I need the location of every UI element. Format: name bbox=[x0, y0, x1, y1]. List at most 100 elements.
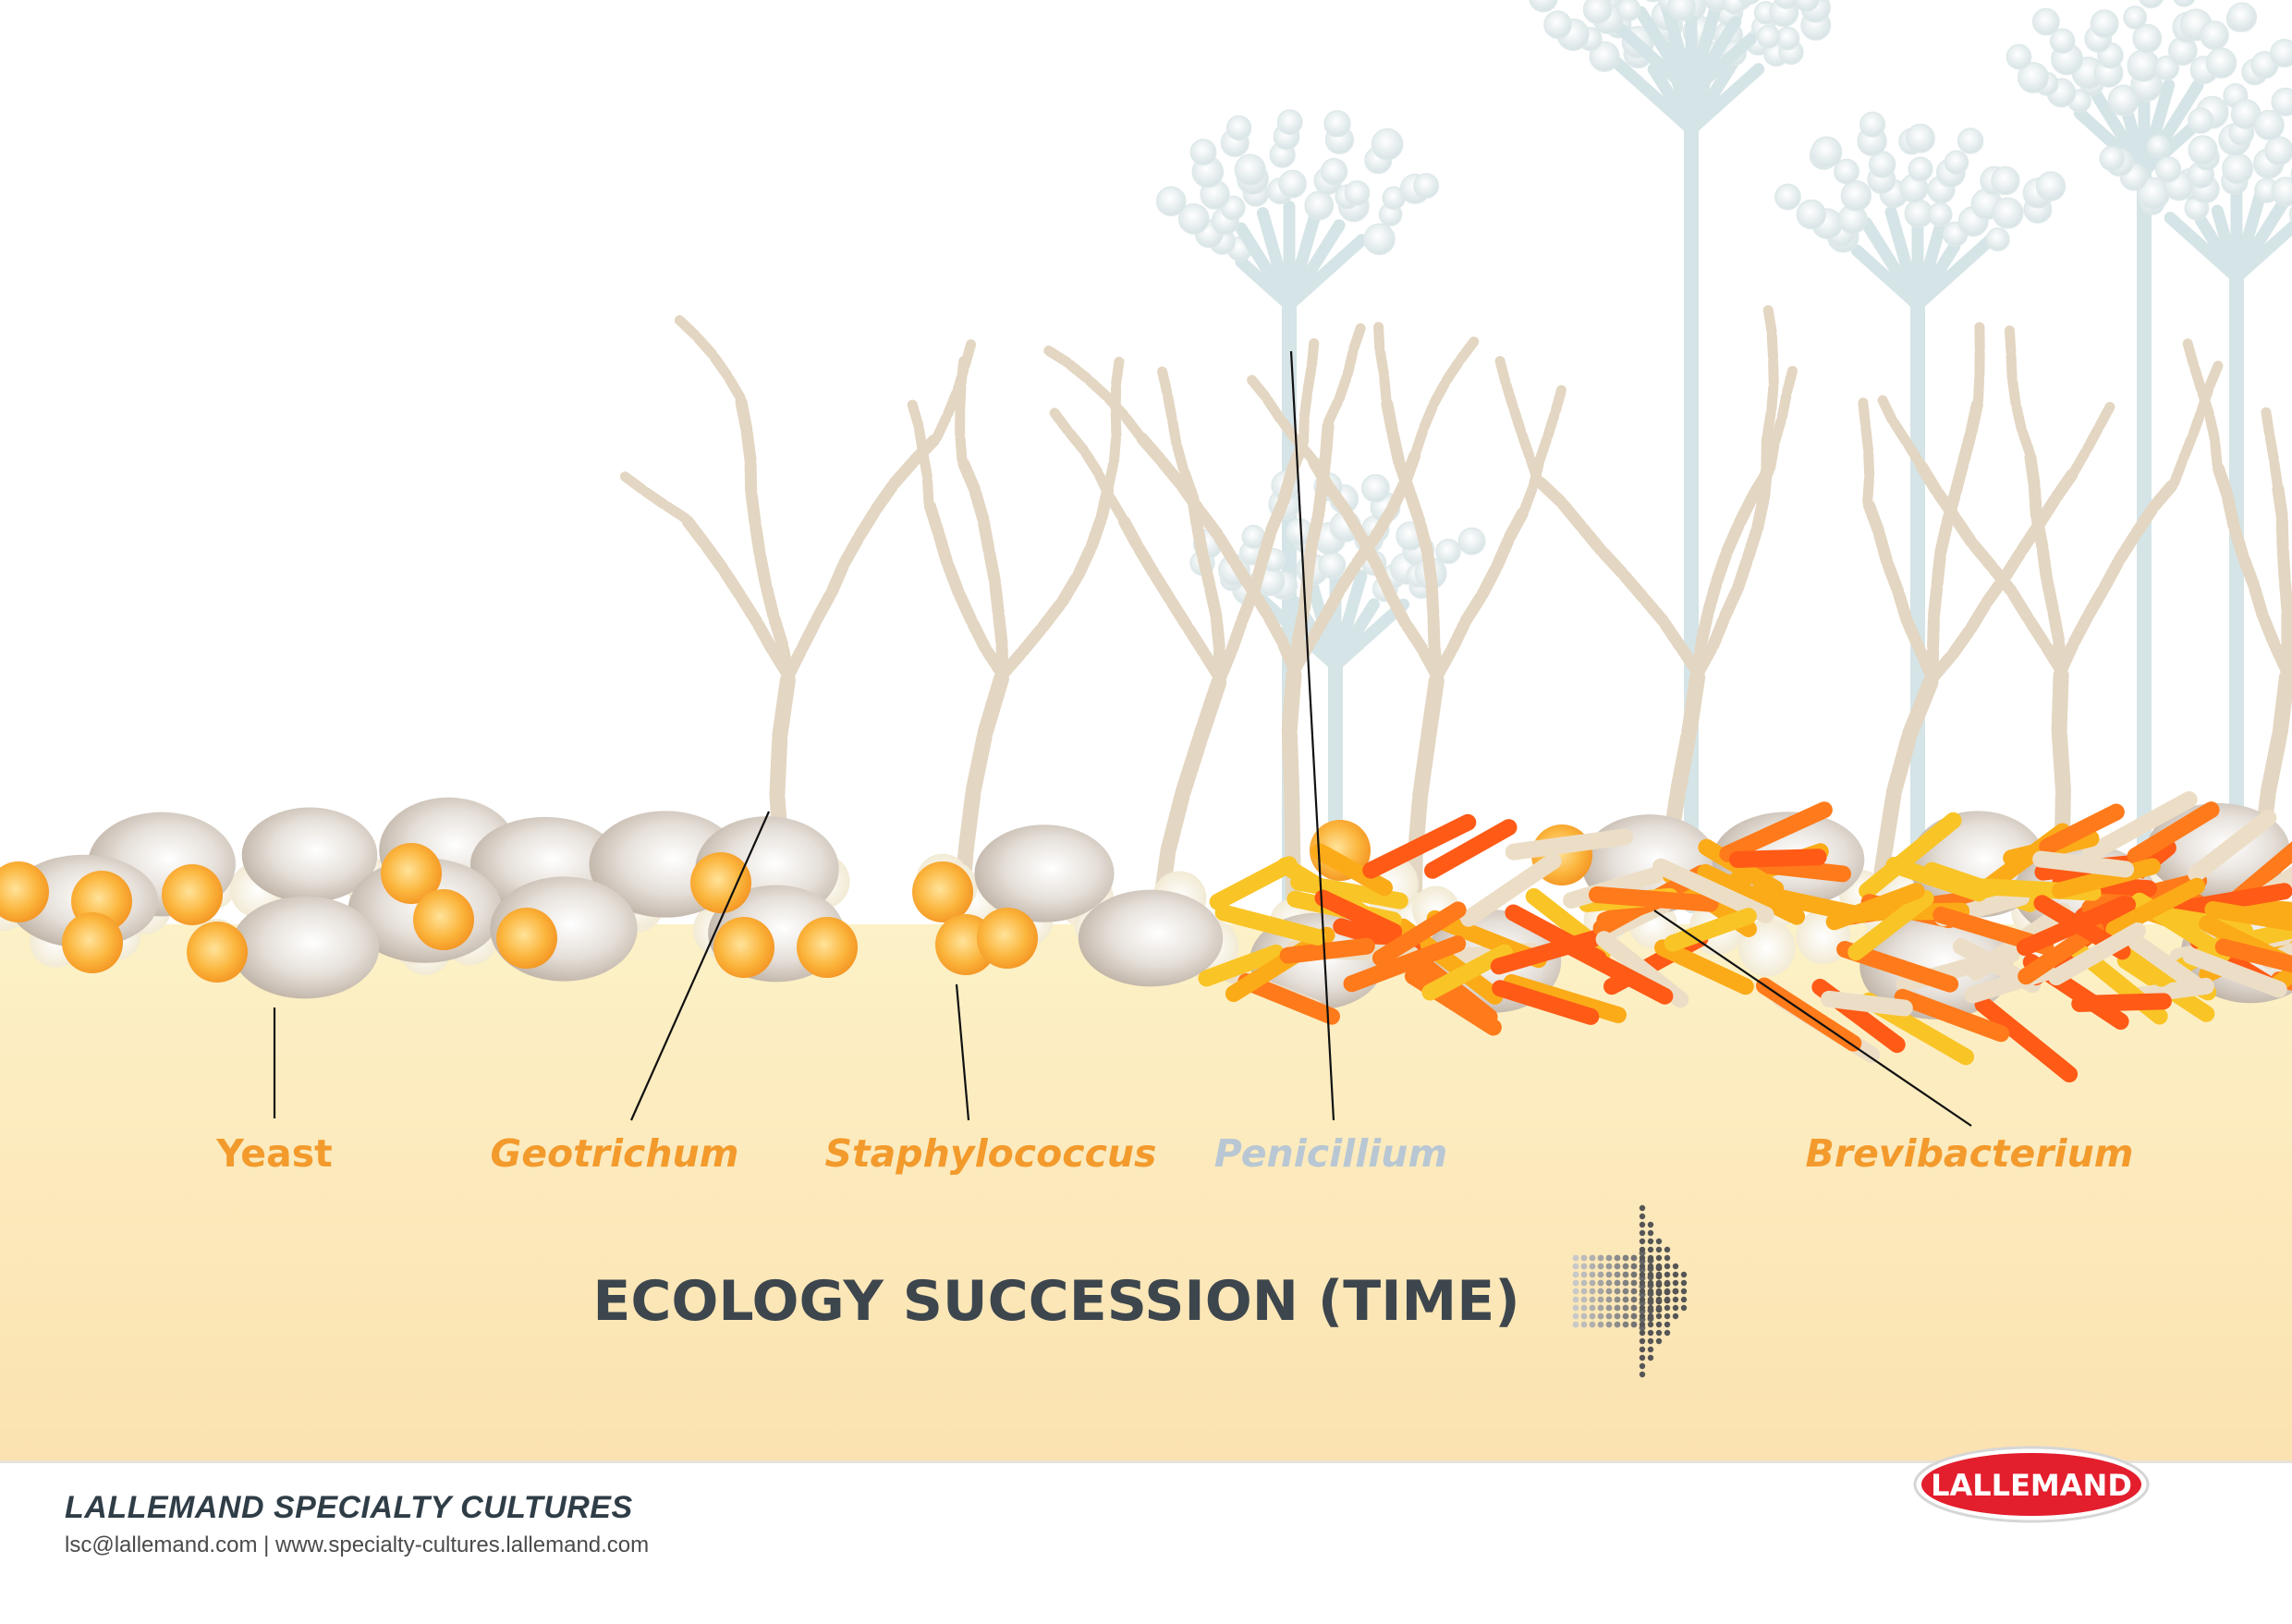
geotrichum-hypha bbox=[973, 737, 984, 791]
penicillium-spore bbox=[1929, 202, 1952, 226]
geotrichum-hypha bbox=[1424, 408, 1432, 427]
geotrichum-hypha bbox=[1308, 551, 1311, 578]
penicillium-spore bbox=[1279, 170, 1306, 197]
geotrichum-hypha bbox=[2059, 735, 2063, 790]
arrow-dot bbox=[1656, 1338, 1662, 1344]
arrow-dot bbox=[1656, 1288, 1662, 1294]
brevibacterium-rod bbox=[1737, 857, 1819, 860]
geotrichum-hypha bbox=[777, 739, 780, 795]
penicillium-spore bbox=[2201, 21, 2228, 49]
arrow-dot bbox=[1581, 1313, 1588, 1320]
arrow-dot bbox=[1631, 1264, 1638, 1270]
geotrichum-hypha bbox=[1311, 344, 1313, 365]
arrow-dot bbox=[1664, 1297, 1670, 1302]
geotrichum-hypha bbox=[1665, 625, 1680, 647]
geotrichum-hypha bbox=[1326, 426, 1328, 453]
arrow-dot bbox=[1590, 1297, 1596, 1303]
geotrichum-hypha bbox=[625, 477, 641, 490]
geotrichum-hypha bbox=[2075, 453, 2085, 471]
arrow-dot bbox=[1623, 1288, 1629, 1295]
geotrichum-hypha bbox=[1678, 737, 1689, 791]
geotrichum-hypha bbox=[1646, 600, 1664, 620]
penicillium-spore bbox=[1811, 137, 1842, 167]
geotrichum-hypha bbox=[1232, 624, 1241, 649]
geotrichum-hypha bbox=[1978, 379, 1979, 400]
geotrichum-hypha bbox=[1883, 400, 1892, 420]
geotrichum-hypha bbox=[1432, 587, 1433, 614]
geotrichum-hypha bbox=[920, 430, 923, 451]
geotrichum-hypha bbox=[1262, 534, 1270, 560]
geotrichum-hypha bbox=[761, 558, 766, 584]
penicillium-spore bbox=[2223, 153, 2253, 184]
penicillium-spore bbox=[2188, 108, 2213, 133]
arrow-dot bbox=[1573, 1272, 1579, 1278]
penicillium-spore bbox=[2147, 135, 2169, 157]
arrow-dot bbox=[1573, 1280, 1579, 1287]
penicillium-spore bbox=[1227, 116, 1251, 140]
geotrichum-hypha bbox=[1379, 327, 1380, 348]
penicillium-spore bbox=[1907, 124, 1934, 152]
geotrichum-hypha bbox=[960, 439, 962, 460]
geotrichum-hypha bbox=[964, 464, 974, 489]
penicillium-spore bbox=[2228, 3, 2257, 31]
geotrichum-hypha bbox=[1701, 616, 1707, 641]
geotrichum-hypha bbox=[2034, 489, 2036, 516]
geotrichum-hypha bbox=[1201, 683, 1219, 736]
geotrichum-hypha bbox=[1124, 521, 1137, 544]
geotrichum-hypha bbox=[802, 624, 814, 648]
geotrichum-hypha bbox=[1764, 470, 1767, 497]
arrow-dot bbox=[1664, 1255, 1670, 1261]
geotrichum-hypha bbox=[741, 402, 747, 428]
geotrichum-hypha bbox=[1091, 382, 1106, 397]
arrow-dot bbox=[1664, 1305, 1670, 1311]
geotrichum-hypha bbox=[895, 463, 912, 483]
geotrichum-hypha bbox=[1466, 598, 1480, 621]
geotrichum-hypha bbox=[1461, 342, 1474, 359]
yeast-cell bbox=[974, 824, 1114, 922]
lallemand-logo: LALLEMAND bbox=[1911, 1444, 2152, 1525]
geotrichum-hypha bbox=[1172, 603, 1186, 626]
arrow-dot bbox=[1640, 1255, 1645, 1261]
label-staphylococcus: Staphylococcus bbox=[825, 1131, 1157, 1176]
staphylococcus-cell bbox=[713, 917, 774, 978]
arrow-dot bbox=[1648, 1230, 1653, 1236]
geotrichum-hypha bbox=[2042, 551, 2046, 578]
arrow-dot bbox=[1581, 1255, 1588, 1262]
geotrichum-hypha bbox=[1298, 613, 1304, 639]
geotrichum-hypha bbox=[1964, 435, 1970, 461]
penicillium-spore bbox=[1987, 228, 2009, 250]
staphylococcus-cell bbox=[797, 917, 858, 978]
arrow-dot bbox=[1590, 1288, 1596, 1295]
geotrichum-hypha bbox=[985, 679, 1001, 732]
penicillium-spore bbox=[1860, 112, 1885, 137]
geotrichum-hypha bbox=[1956, 466, 1962, 492]
geotrichum-hypha bbox=[1308, 369, 1311, 390]
arrow-dot bbox=[1623, 1280, 1629, 1287]
arrow-dot bbox=[1573, 1255, 1579, 1262]
arrow-dot bbox=[1573, 1288, 1579, 1295]
staphylococcus-cell bbox=[162, 864, 223, 925]
penicillium-spore bbox=[1668, 0, 1696, 20]
geotrichum-hypha bbox=[1725, 592, 1737, 616]
arrow-dot bbox=[1581, 1280, 1588, 1287]
arrow-dot bbox=[1573, 1313, 1579, 1320]
arrow-dot bbox=[1590, 1255, 1596, 1262]
geotrichum-hypha bbox=[1727, 526, 1738, 551]
penicillium-spore bbox=[1305, 191, 1333, 219]
arrow-dot bbox=[1656, 1272, 1662, 1277]
penicillium-spore bbox=[2265, 137, 2292, 165]
brevibacterium-rod bbox=[1597, 895, 1711, 904]
geotrichum-hypha bbox=[1522, 435, 1529, 456]
geotrichum-hypha bbox=[2100, 407, 2110, 425]
geotrichum-hypha bbox=[2235, 530, 2242, 556]
arrow-dot bbox=[1606, 1322, 1613, 1328]
arrow-dot bbox=[1598, 1288, 1604, 1295]
geotrichum-hypha bbox=[999, 617, 1002, 643]
penicillium-spore bbox=[2188, 136, 2217, 165]
penicillium-spore bbox=[1157, 187, 1186, 215]
geotrichum-hypha bbox=[1740, 498, 1752, 522]
arrow-dot bbox=[1656, 1239, 1662, 1244]
arrow-dot bbox=[1590, 1280, 1596, 1287]
geotrichum-hypha bbox=[1689, 678, 1698, 732]
geotrichum-hypha bbox=[1564, 505, 1581, 525]
